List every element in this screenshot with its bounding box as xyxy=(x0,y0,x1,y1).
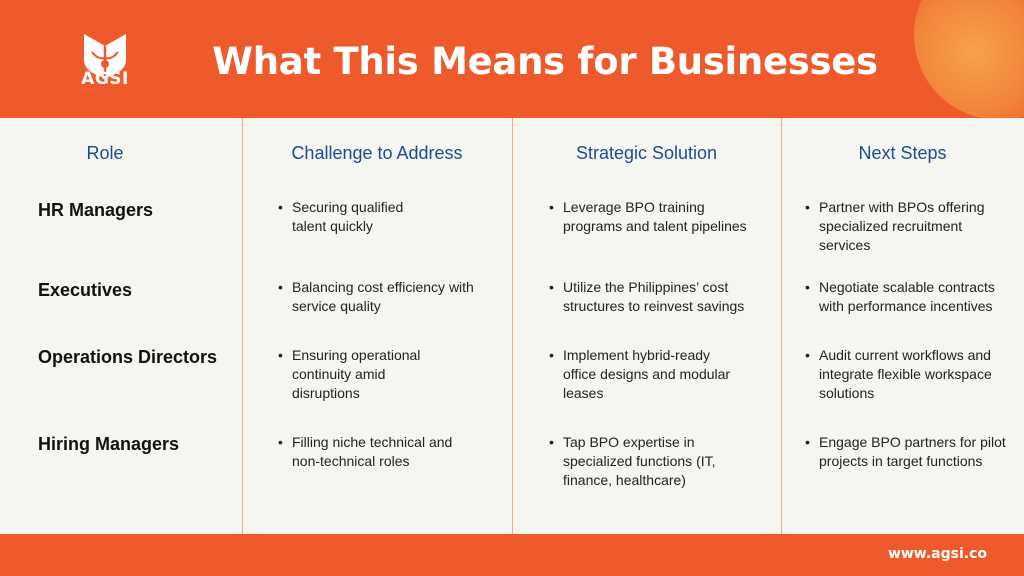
column-divider xyxy=(242,118,243,534)
agsi-logo-icon xyxy=(84,34,126,78)
logo-text: AGSI xyxy=(81,69,129,89)
column-divider xyxy=(781,118,782,534)
column-header-solution: Strategic Solution xyxy=(575,143,718,163)
column-header-next-steps: Next Steps xyxy=(858,143,947,163)
next-steps-cell: Negotiate scalable contracts with perfor… xyxy=(805,278,1015,316)
challenge-cell: Balancing cost efficiency with service q… xyxy=(278,278,478,316)
role-label: Executives xyxy=(38,280,133,300)
challenge-cell: Filling niche technical and non-technica… xyxy=(278,433,478,471)
role-label: HR Managers xyxy=(38,200,154,220)
solution-cell: Tap BPO expertise in specialized functio… xyxy=(549,433,734,490)
decorative-glow xyxy=(914,0,1024,118)
header-banner: AGSI What This Means for Businesses xyxy=(0,0,1024,118)
column-header-challenge: Challenge to Address xyxy=(291,143,463,163)
footer-bar: www.agsi.co xyxy=(0,534,1024,576)
next-steps-cell: Engage BPO partners for pilot projects i… xyxy=(805,433,1015,471)
next-steps-cell: Audit current workflows and integrate fl… xyxy=(805,346,1010,403)
role-label: Operations Directors xyxy=(38,347,218,367)
role-label: Hiring Managers xyxy=(38,434,180,454)
solution-cell: Leverage BPO training programs and talen… xyxy=(549,198,764,236)
website-link[interactable]: www.agsi.co xyxy=(887,546,987,562)
challenge-cell: Securing qualified talent quickly xyxy=(278,198,438,236)
column-header-role: Role xyxy=(86,143,124,163)
next-steps-cell: Partner with BPOs offering specialized r… xyxy=(805,198,1005,255)
comparison-table: Role Challenge to Address Strategic Solu… xyxy=(0,118,1024,534)
page-title: What This Means for Businesses xyxy=(212,40,878,83)
solution-cell: Utilize the Philippines’ cost structures… xyxy=(549,278,764,316)
column-divider xyxy=(512,118,513,534)
solution-cell: Implement hybrid-ready office designs an… xyxy=(549,346,744,403)
challenge-cell: Ensuring operational continuity amid dis… xyxy=(278,346,453,403)
